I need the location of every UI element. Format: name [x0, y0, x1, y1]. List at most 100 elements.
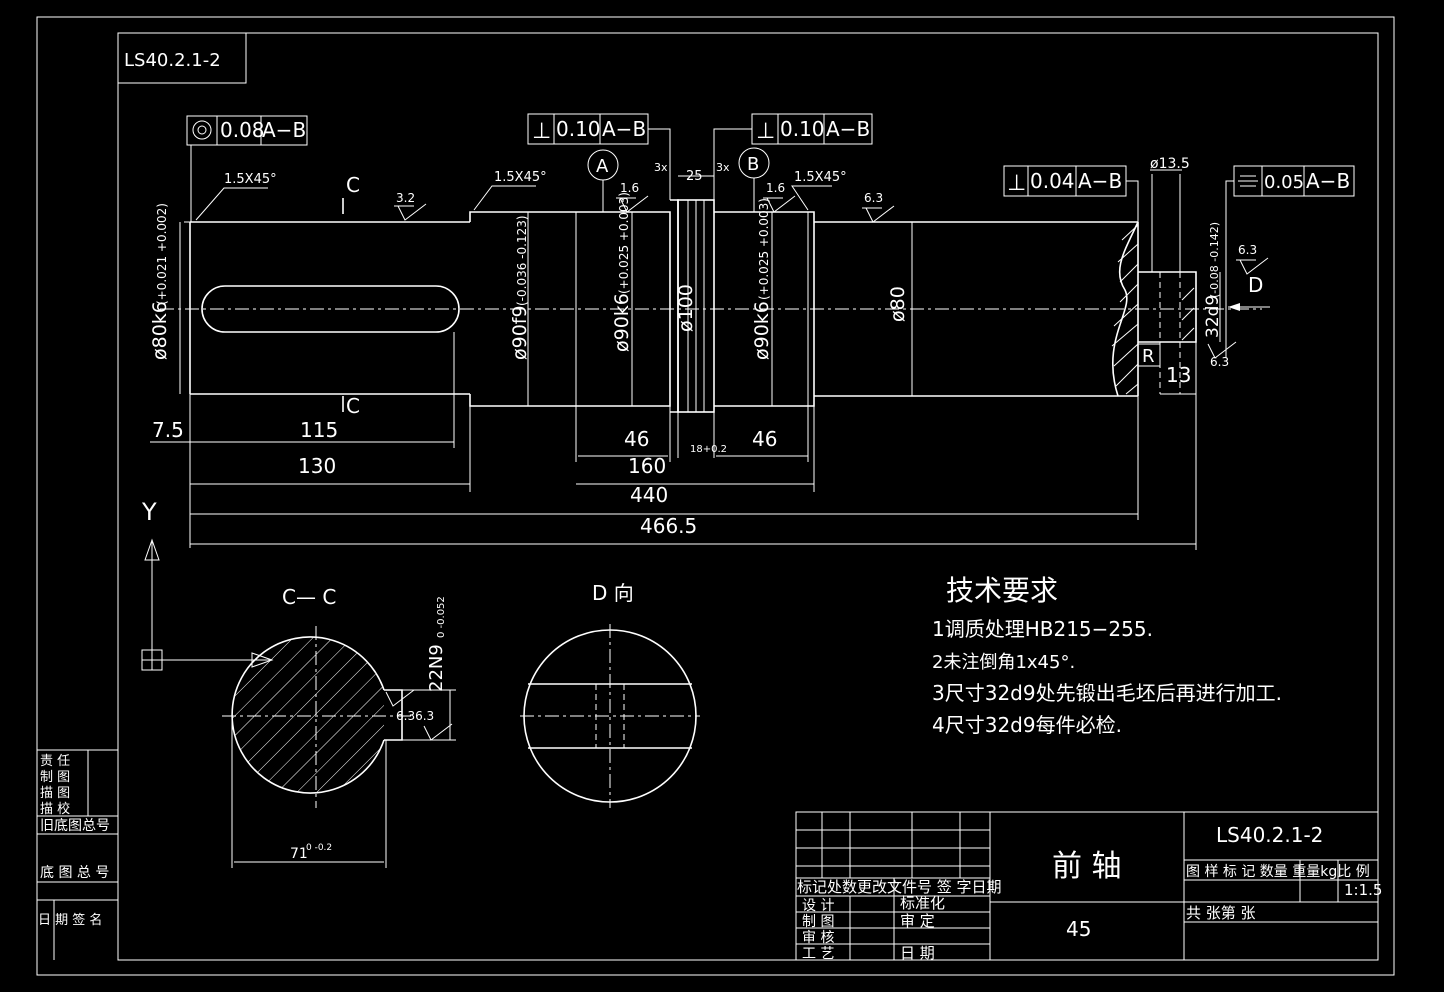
svg-text:22N9: 22N9	[426, 644, 447, 692]
svg-text:3.2: 3.2	[396, 191, 415, 205]
tol-frame-perp-b: ⊥ 0.10 A−B	[713, 113, 873, 200]
svg-text:制 图: 制 图	[802, 914, 834, 930]
svg-text:A−B: A−B	[602, 117, 646, 141]
svg-text:1.5X45°: 1.5X45°	[794, 170, 847, 185]
dim-7-5: 7.5	[152, 418, 184, 442]
svg-text:日 期 签 名: 日 期 签 名	[38, 912, 102, 928]
view-cc-title: C— C	[282, 585, 336, 609]
tech-req-3: 3尺寸32d9处先锻出毛坯后再进行加工.	[932, 681, 1282, 705]
svg-text:ø90k6: ø90k6	[751, 301, 773, 360]
svg-text:0.10: 0.10	[780, 117, 825, 141]
tech-req-title: 技术要求	[946, 574, 1058, 607]
svg-text:设 计: 设 计	[802, 898, 834, 914]
tol-frame-coaxial: 0.08 A−B	[186, 115, 308, 222]
svg-text:25: 25	[686, 169, 703, 184]
view-d	[520, 624, 700, 808]
tech-req-4: 4尺寸32d9每件必检.	[932, 713, 1122, 737]
dimension-lines	[150, 332, 1197, 550]
svg-text:6.3: 6.3	[1238, 243, 1257, 257]
svg-text:1.6: 1.6	[766, 181, 785, 195]
drawing-number-box	[117, 32, 247, 84]
svg-text:1.5X45°: 1.5X45°	[494, 170, 547, 185]
title-header-row: 标记处数更改文件号 签 字日期	[797, 878, 1002, 896]
svg-text:ø90k6: ø90k6	[611, 293, 633, 352]
datum-b: B	[747, 154, 759, 175]
view-d-mark: D	[1248, 273, 1263, 297]
tech-req-2: 2未注倒角1x45°.	[932, 652, 1075, 673]
svg-text:责 任: 责 任	[40, 754, 70, 769]
svg-text:71: 71	[290, 846, 308, 862]
end-hatch	[1111, 224, 1139, 395]
dim-46b: 46	[752, 427, 777, 451]
dim-18: 18+0.2	[690, 444, 727, 455]
title-block-grid	[795, 811, 1379, 961]
svg-text:ø100: ø100	[675, 284, 697, 332]
svg-text:32d9: 32d9	[1203, 295, 1223, 338]
svg-text:A−B: A−B	[1078, 169, 1122, 193]
svg-text:0 -0.2: 0 -0.2	[306, 843, 332, 853]
svg-text:0.04: 0.04	[1030, 169, 1075, 193]
dim-440: 440	[630, 483, 668, 507]
title-info-header: 图 样 标 记 数量 重量kg比 例	[1186, 864, 1370, 880]
svg-text:ø80: ø80	[887, 286, 909, 322]
svg-text:0.08: 0.08	[220, 118, 265, 142]
datum-a: A	[596, 156, 609, 177]
svg-text:A−B: A−B	[1306, 169, 1350, 193]
drawing-number-box-text: LS40.2.1-2	[124, 50, 221, 71]
svg-text:0 -0.052: 0 -0.052	[436, 596, 447, 638]
section-cc-view	[222, 626, 456, 868]
dim-115: 115	[300, 418, 338, 442]
svg-text:(-0.08 -0.142): (-0.08 -0.142)	[1208, 222, 1221, 298]
svg-text:制 图: 制 图	[40, 770, 70, 785]
tol-frame-perp-c: ⊥ 0.04 A−B	[1003, 165, 1139, 222]
svg-text:6.3: 6.3	[864, 191, 883, 205]
svg-text:(-0.036 -0.123): (-0.036 -0.123)	[515, 215, 529, 306]
svg-text:旧底图总号: 旧底图总号	[40, 818, 110, 834]
r-mark: R	[1142, 346, 1155, 367]
dim-466-5: 466.5	[640, 514, 697, 538]
svg-text:A−B: A−B	[262, 118, 306, 142]
svg-text:审 核: 审 核	[802, 930, 834, 946]
scale: 1:1.5	[1344, 881, 1382, 899]
sheet-row: 共 张第 张	[1186, 904, 1256, 922]
view-d-title: D 向	[592, 581, 634, 605]
svg-text:工 艺: 工 艺	[802, 946, 834, 962]
drawing-number: LS40.2.1-2	[1216, 823, 1323, 847]
shaft-main-view	[160, 199, 1262, 413]
dim-13: 13	[1166, 363, 1191, 387]
svg-text:⊥: ⊥	[532, 119, 551, 144]
svg-text:3x: 3x	[716, 161, 730, 174]
svg-text:日 期: 日 期	[900, 944, 935, 962]
svg-text:0.05: 0.05	[1264, 172, 1304, 193]
svg-text:⊥: ⊥	[1007, 171, 1026, 196]
tol-frame-perp-a: ⊥ 0.10 A−B	[527, 113, 671, 200]
dim-130: 130	[298, 454, 336, 478]
svg-text:(+0.025 +0.003): (+0.025 +0.003)	[757, 198, 771, 300]
dim-46a: 46	[624, 427, 649, 451]
svg-text:6.3: 6.3	[1210, 355, 1229, 369]
tol-frame-symmetry: 0.05 A−B	[1225, 165, 1355, 358]
svg-text:ø90f9: ø90f9	[509, 305, 531, 360]
svg-text:1.5X45°: 1.5X45°	[224, 172, 277, 187]
svg-text:ø13.5: ø13.5	[1150, 156, 1190, 172]
outer-frame	[36, 16, 1395, 976]
svg-text:6.36.3: 6.36.3	[396, 709, 434, 723]
section-c-bottom: C	[346, 394, 360, 418]
inner-frame	[117, 32, 1379, 961]
svg-text:A−B: A−B	[826, 117, 870, 141]
svg-text:底 图 总 号: 底 图 总 号	[40, 865, 109, 881]
svg-text:ø80k6: ø80k6	[149, 301, 171, 360]
svg-text:(+0.021 +0.002): (+0.021 +0.002)	[155, 203, 169, 305]
svg-text:1.6: 1.6	[620, 181, 639, 195]
section-c-top: C	[346, 173, 360, 197]
material: 45	[1066, 917, 1091, 941]
part-name: 前 轴	[1052, 849, 1122, 884]
svg-text:描 图: 描 图	[40, 786, 70, 801]
tech-req-1: 1调质处理HB215−255.	[932, 617, 1153, 641]
ucs-axis-icon	[141, 538, 274, 671]
left-stamp-block	[37, 749, 118, 960]
svg-text:3x: 3x	[654, 161, 668, 174]
svg-text:审 定: 审 定	[900, 912, 935, 930]
dim-160: 160	[628, 454, 666, 478]
